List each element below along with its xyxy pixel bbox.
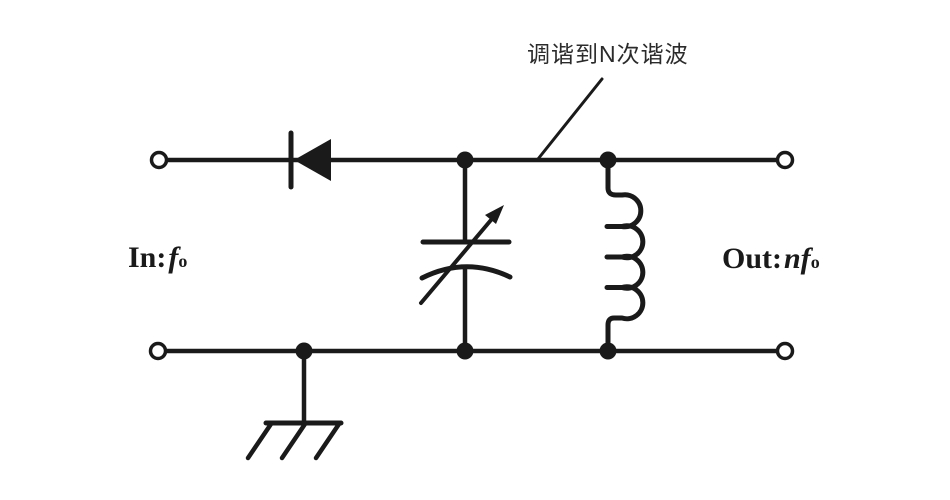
variable-arrow-shaft — [419, 218, 493, 305]
input-terminal-bottom — [148, 341, 168, 361]
output-terminal-top — [775, 150, 795, 170]
input-label: In:fo — [128, 241, 187, 276]
junction-dot — [599, 151, 617, 169]
junction-dot — [456, 342, 474, 360]
output-label-subscript: o — [810, 252, 820, 272]
junction-dot — [599, 342, 617, 360]
output-label-prefix: Out: — [722, 242, 782, 275]
diode-symbol — [288, 130, 331, 190]
junction-dots — [295, 151, 617, 360]
input-label-variable: f — [168, 241, 179, 274]
chassis-ground-symbol — [245, 348, 344, 461]
junction-dot — [295, 342, 313, 360]
annotation-label: 调谐到N次谐波 — [527, 41, 689, 67]
input-label-prefix: In: — [128, 241, 167, 274]
variable-capacitor-symbol — [419, 157, 513, 354]
inductor-coil-symbol — [604, 157, 646, 354]
output-label-variable: nf — [784, 242, 811, 275]
input-terminal-top — [149, 150, 169, 170]
output-terminal-bottom — [775, 341, 795, 361]
output-label: Out:nfo — [722, 242, 820, 277]
terminals — [148, 150, 795, 361]
variable-arrow-head — [485, 205, 504, 224]
annotation-leader-line — [536, 77, 604, 161]
input-label-subscript: o — [178, 251, 188, 271]
junction-dot — [456, 151, 474, 169]
